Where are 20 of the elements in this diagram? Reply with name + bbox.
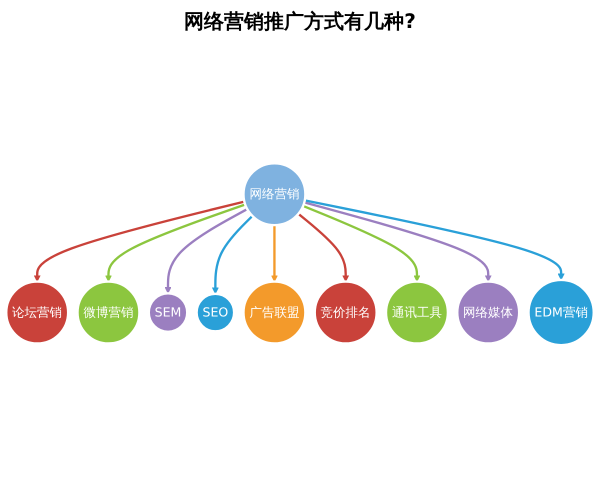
arrow <box>302 204 420 282</box>
node-circle: 网络营销 <box>242 162 307 226</box>
arrow <box>304 199 565 280</box>
arrow <box>304 201 492 282</box>
arrow <box>271 224 278 282</box>
arrow <box>105 203 246 282</box>
title: 网络营销推广方式有几种? <box>183 8 417 35</box>
arrow <box>298 212 350 282</box>
node-circle: 竞价排名 <box>314 280 378 344</box>
node-circle: 微博营销 <box>76 280 141 344</box>
node-circle: 论坛营销 <box>5 280 70 344</box>
node-circle: 广告联盟 <box>242 280 307 344</box>
arrow <box>164 208 248 294</box>
arrow <box>212 214 254 294</box>
node-circle: 通讯工具 <box>384 280 450 344</box>
arrow <box>34 200 245 282</box>
node-circle: 网络媒体 <box>456 280 520 344</box>
node-circle: SEO <box>195 292 236 332</box>
node-circle: EDM营销 <box>527 278 595 346</box>
node-circle: SEM <box>148 292 188 333</box>
